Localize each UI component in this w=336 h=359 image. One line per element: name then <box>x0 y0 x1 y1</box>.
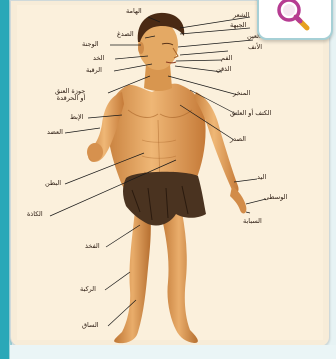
label-cheek-side: الخد <box>93 55 104 62</box>
ear-shape <box>138 42 144 54</box>
label-armpit: الإبط <box>70 114 84 121</box>
label-middle-finger: الوسطى <box>264 194 287 201</box>
label-shin: الساق <box>82 322 99 329</box>
search-badge[interactable] <box>257 0 333 40</box>
label-upper-arm: العضد <box>47 129 63 136</box>
label-chest: الصدر <box>230 136 246 143</box>
label-chin: الذقن <box>216 66 231 73</box>
human-body-illustration <box>10 0 328 345</box>
left-fist-shape <box>87 143 103 161</box>
label-temple: الصدغ <box>117 31 134 38</box>
magnifier-icon <box>259 0 331 38</box>
bottom-band <box>10 345 336 359</box>
label-hair: الشعر <box>233 12 249 19</box>
label-index-finger: السبابة <box>243 218 262 225</box>
label-hip: الكاذة <box>27 211 43 218</box>
label-adams-apple-line2: أو الحرقدة <box>55 95 85 102</box>
label-adams-apple: جوزة العنق أو الحرقدة <box>55 88 85 103</box>
label-scalp: الهامة <box>126 8 142 15</box>
right-leg-shape <box>160 210 198 343</box>
label-neck: الرقبة <box>86 67 102 74</box>
label-thigh: الفخذ <box>85 243 100 250</box>
label-mouth: الفم <box>221 55 232 62</box>
label-knee: الركبة <box>80 286 96 293</box>
label-clavicle: الكتف أو العاتق <box>230 110 271 117</box>
label-forehead: الجبهة <box>230 22 246 29</box>
left-accent-strip <box>0 0 9 359</box>
label-nose: الأنف <box>248 44 262 51</box>
label-hand: اليد <box>257 174 266 181</box>
label-cheek: الوجنة <box>82 41 99 48</box>
label-nostril: المنخر <box>233 90 250 97</box>
label-abdomen: البطن <box>45 180 61 187</box>
